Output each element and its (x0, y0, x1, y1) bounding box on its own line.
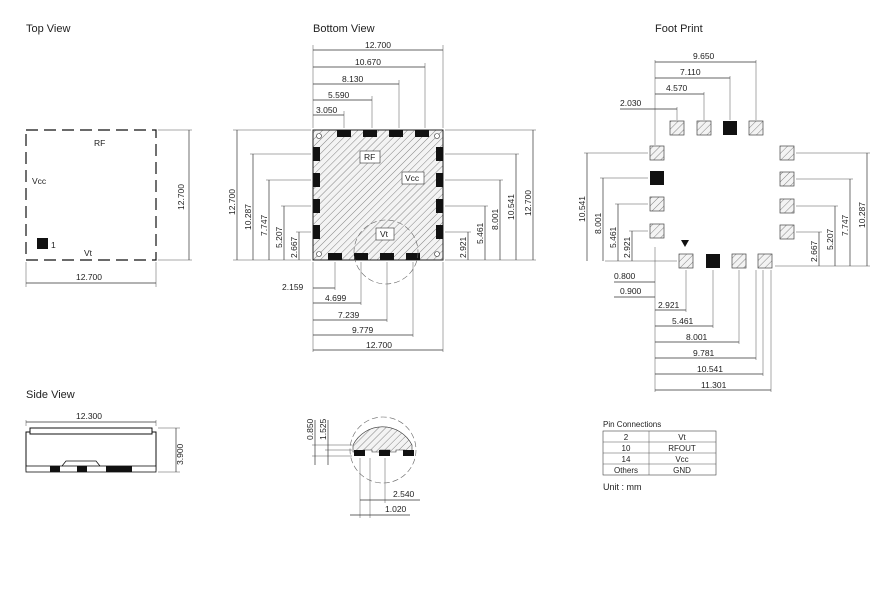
fp-bottom-dim-6: 9.781 (693, 348, 715, 358)
detail-dim-1: 0.850 (305, 418, 315, 440)
bottom-top-dim-3: 8.130 (342, 74, 364, 84)
fp-right-dim-4: 10.287 (857, 202, 867, 228)
foot-print-heading: Foot Print (655, 23, 703, 35)
pin-connections-title: Pin Connections (603, 420, 661, 429)
fp-left-dim-3: 5.461 (608, 226, 618, 248)
bottom-bottom-dim-1: 2.159 (282, 282, 304, 292)
unit-label: Unit : mm (603, 482, 642, 492)
bottom-bottom-dim-2: 4.699 (325, 293, 347, 303)
bottom-view-heading: Bottom View (313, 23, 375, 35)
bottom-left-dim-2: 10.287 (243, 204, 253, 230)
side-view-heading: Side View (26, 389, 75, 401)
pin-row-3-func: Vcc (675, 455, 688, 464)
fp-top-dim-4: 2.030 (620, 98, 642, 108)
side-height-dim: 3.900 (175, 443, 185, 465)
bottom-vcc-label: Vcc (405, 173, 420, 183)
bottom-right-dim-3: 8.001 (490, 208, 500, 230)
bottom-left-dim-1: 12.700 (227, 189, 237, 215)
fp-top-dim-2: 7.110 (680, 67, 701, 77)
pin1-marker (37, 238, 48, 249)
side-width-dim: 12.300 (76, 411, 102, 421)
pin-row-2-func: RFOUT (668, 444, 696, 453)
bottom-rf-label: RF (364, 152, 375, 162)
bottom-left-dim-5: 2.667 (289, 236, 299, 258)
bottom-top-dim-5: 3.050 (316, 105, 338, 115)
bottom-right-dim-5: 12.700 (523, 190, 533, 216)
top-view-heading: Top View (26, 23, 70, 35)
top-vt-label: Vt (84, 248, 93, 258)
pin-row-3-pin: 14 (622, 455, 631, 464)
bottom-right-dim-4: 10.541 (506, 194, 516, 220)
detail-dim-3: 2.540 (393, 489, 415, 499)
fp-top-dim-3: 4.570 (666, 83, 688, 93)
fp-left-dim-2: 8.001 (593, 212, 603, 234)
top-view: 1 RF Vcc Vt 12.700 12.700 (25, 129, 192, 287)
fp-bottom-dim-4: 5.461 (672, 316, 694, 326)
bottom-right-dim-2: 5.461 (475, 222, 485, 244)
bottom-top-dim-2: 10.670 (355, 57, 381, 67)
fp-bottom-dim-1: 0.800 (614, 271, 636, 281)
detail-dim-4: 1.020 (385, 504, 407, 514)
pin1-label: 1 (51, 240, 56, 250)
bottom-vt-label: Vt (380, 229, 389, 239)
fp-left-dim-4: 2.921 (622, 236, 632, 258)
pin-row-2-pin: 10 (622, 444, 631, 453)
top-vcc-label: Vcc (32, 176, 47, 186)
fp-right-dim-1: 2.667 (809, 240, 819, 262)
bottom-top-dim-4: 5.590 (328, 90, 350, 100)
fp-bottom-dim-3: 2.921 (658, 300, 680, 310)
pin-row-1-func: Vt (678, 433, 686, 442)
bottom-bottom-dim-4: 9.779 (352, 325, 374, 335)
fp-left-dim-1: 10.541 (577, 196, 587, 222)
top-width-dim: 12.700 (76, 272, 102, 282)
fp-right-dim-3: 7.747 (840, 214, 850, 236)
bottom-left-dim-3: 7.747 (259, 214, 269, 236)
fp-bottom-dim-2: 0.900 (620, 286, 642, 296)
pin-row-4-func: GND (673, 466, 691, 475)
bottom-view: RF Vcc Vt 12.700 10.670 8.130 5.590 3.05… (227, 40, 536, 352)
top-rf-label: RF (94, 138, 105, 148)
fp-right-dim-2: 5.207 (825, 228, 835, 250)
detail-dim-2: 1.525 (318, 418, 328, 440)
bottom-bottom-dim-5: 12.700 (366, 340, 392, 350)
bottom-left-dim-4: 5.207 (274, 226, 284, 248)
fp-bottom-dim-7: 10.541 (697, 364, 723, 374)
pin-row-4-pin: Others (614, 466, 638, 475)
top-height-dim: 12.700 (176, 184, 186, 210)
side-view: 12.300 3.900 (25, 411, 185, 473)
fp-bottom-dim-8: 11.301 (701, 380, 727, 390)
bottom-bottom-dim-3: 7.239 (338, 310, 360, 320)
pin-connections-table: Pin Connections 2 Vt 10 RFOUT 14 Vcc Oth… (602, 420, 717, 492)
detail-view: 0.850 1.525 2.540 1.020 (305, 416, 420, 518)
fp-top-dim-1: 9.650 (693, 51, 715, 61)
bottom-right-dim-1: 2.921 (458, 236, 468, 258)
fp-bottom-dim-5: 8.001 (686, 332, 708, 342)
foot-print: 9.650 7.110 4.570 2.030 10.541 8.001 5.4… (577, 51, 870, 392)
bottom-top-dim-1: 12.700 (365, 40, 391, 50)
pin-row-1-pin: 2 (624, 433, 629, 442)
